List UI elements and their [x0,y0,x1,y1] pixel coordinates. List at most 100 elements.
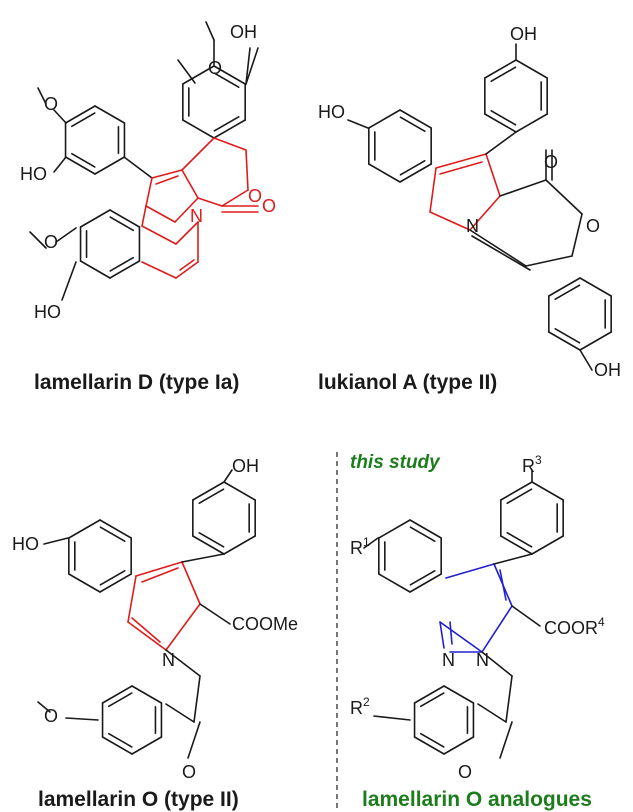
bond [435,153,487,169]
bond [515,59,548,79]
bond [409,569,436,586]
bond [99,526,126,543]
bond [101,685,133,704]
bond [181,553,225,563]
bond [413,736,445,755]
bond [548,331,581,351]
bond [53,156,67,173]
bond [165,649,201,677]
bond-lines [29,21,612,759]
atom-o: O [44,94,58,114]
atom-o-ring: O [248,186,262,206]
bond [181,561,201,605]
bond [64,105,96,124]
bond [363,537,379,549]
bond [213,137,247,151]
bond [485,131,517,155]
bond [197,197,223,207]
bond [409,526,436,543]
bond [213,65,246,85]
bond [135,561,183,577]
bond [131,685,163,704]
bond [579,331,612,351]
atom-oh: OH [230,22,257,42]
bond [506,531,533,548]
bond [213,72,240,89]
bond [579,277,612,297]
bond [55,227,77,243]
bond [151,169,183,179]
atom-ho: HO [12,534,39,554]
bond [182,65,215,85]
bond [443,685,475,704]
bond [548,277,581,297]
bond [399,116,426,133]
bond [399,159,426,176]
bond [368,109,401,129]
bond [175,261,199,279]
bond [131,617,161,643]
bond [213,119,246,139]
atom-o: O [44,706,58,726]
bond [545,179,583,215]
bond [445,563,495,579]
bond [531,481,564,501]
bond [499,179,547,197]
bond [373,715,411,721]
bond [68,573,101,593]
bond [490,109,517,126]
bond [123,156,153,179]
bond [175,221,199,245]
caption-analogues: lamellarin O analogues [362,788,592,811]
atom-oh: OH [510,24,537,44]
atom-o-carbonyl: O [544,152,558,172]
bond [155,175,179,185]
atom-o-ring: O [586,216,600,236]
atom-coome: COOMe [232,614,298,634]
bond [500,481,533,501]
bond [107,732,133,748]
bond [245,149,249,191]
atom-oh: OH [594,360,621,380]
bond [68,519,101,539]
atom-r2: R2 [350,695,370,718]
bond [101,736,133,755]
atom-coor4: COOR4 [544,615,605,638]
atom-n: N [466,216,479,236]
bond [192,535,225,555]
bond [449,621,453,645]
bond [505,675,513,723]
bond [477,703,507,723]
bond [531,535,564,555]
bond [205,21,215,41]
bond [182,119,215,139]
bond [145,205,176,223]
bond [107,692,133,708]
bond [506,488,533,505]
atom-n: N [162,650,175,670]
bond [79,209,111,228]
bond [378,519,411,539]
atom-ho: HO [20,164,47,184]
bond [554,327,581,344]
caption-lukianol-a: lukianol A (type II) [318,371,497,394]
bond [419,692,445,708]
bond [347,119,369,129]
bond [109,209,141,228]
bond [245,47,259,85]
analogues-structure: R3 R1 COOR4 N N R2 O [350,453,605,782]
bond [378,573,411,593]
bond [213,115,240,132]
atom-n: N [476,650,489,670]
bond [223,469,233,483]
bond [511,605,541,627]
bond [29,231,47,249]
bond [413,685,445,704]
bond [419,732,445,748]
bond [61,261,77,301]
atom-o: O [208,58,222,78]
bond [429,211,471,231]
bond [70,152,96,168]
bond [399,163,432,183]
bond [141,261,177,279]
